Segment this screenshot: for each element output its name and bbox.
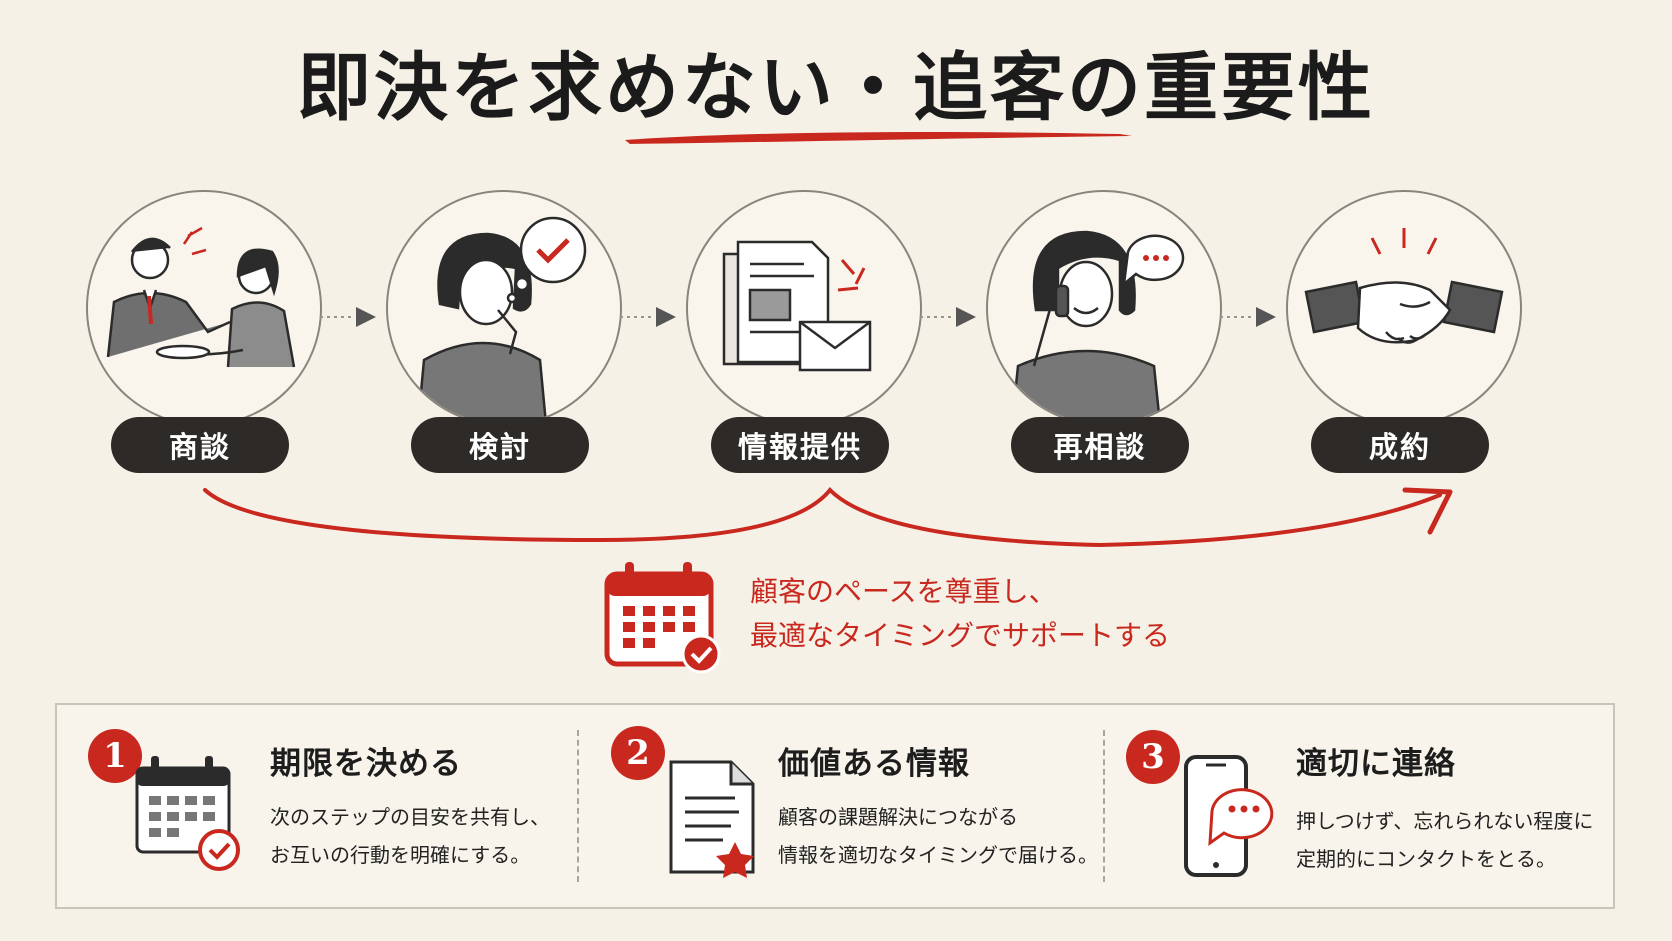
step-meeting: 商談	[83, 190, 323, 480]
step-connector-arrow	[320, 307, 376, 327]
step-label: 検討	[411, 417, 589, 473]
feature-description: 押しつけず、忘れられない程度に 定期的にコンタクトをとる。	[1296, 802, 1593, 878]
feature-title: 期限を決める	[270, 746, 462, 782]
step-connector-arrow	[620, 307, 676, 327]
thinking-icon	[416, 216, 587, 424]
step-label: 再相談	[1011, 417, 1189, 473]
meeting-icon	[106, 226, 296, 368]
feature-description: 顧客の課題解決につながる 情報を適切なタイミングで届ける。	[778, 798, 1098, 874]
panel-divider	[1103, 730, 1105, 882]
step-circle	[986, 190, 1222, 426]
handshake-icon	[1304, 228, 1504, 344]
number-badge: 2	[611, 726, 665, 780]
feature-description-line: 定期的にコンタクトをとる。	[1296, 847, 1556, 871]
step-circle	[686, 190, 922, 426]
step-reconsult: 再相談	[983, 190, 1223, 480]
feature-title: 価値ある情報	[778, 746, 970, 782]
respect-message-line: 顧客のペースを尊重し、	[750, 575, 1057, 608]
step-circle	[1286, 190, 1522, 426]
documents-mail-icon	[722, 240, 872, 372]
step-contract: 成約	[1283, 190, 1523, 480]
feature-description: 次のステップの目安を共有し、 お互いの行動を明確にする。	[270, 798, 550, 874]
feature-title: 適切に連絡	[1296, 746, 1456, 782]
number-badge: 1	[88, 729, 142, 783]
feature-description-line: 情報を適切なタイミングで届ける。	[778, 843, 1098, 867]
calendar-check-icon	[604, 562, 721, 674]
number-badge: 3	[1126, 730, 1180, 784]
feature-description-line: 次のステップの目安を共有し、	[270, 805, 550, 829]
step-connector-arrow	[1220, 307, 1276, 327]
title-underline	[625, 132, 1132, 144]
feature-description-line: 押しつけず、忘れられない程度に	[1296, 809, 1594, 833]
panel-divider	[577, 730, 579, 882]
page-title: 即決を求めない・追客の重要性	[297, 45, 1375, 131]
smartphone-chat-icon	[1184, 755, 1274, 877]
key-points-panel	[55, 703, 1615, 909]
step-circle	[86, 190, 322, 426]
respect-message-line: 最適なタイミングでサポートする	[750, 619, 1171, 652]
calendar-check-icon	[135, 756, 240, 871]
step-circle	[386, 190, 622, 426]
step-label: 情報提供	[711, 417, 889, 473]
document-star-icon	[669, 760, 755, 878]
phone-call-icon	[1010, 230, 1185, 424]
step-label: 成約	[1311, 417, 1489, 473]
step-information: 情報提供	[683, 190, 923, 480]
respect-message: 顧客のペースを尊重し、 最適なタイミングでサポートする	[750, 570, 1170, 658]
step-connector-arrow	[920, 307, 976, 327]
step-consideration: 検討	[383, 190, 623, 480]
feature-description-line: 顧客の課題解決につながる	[778, 805, 1018, 829]
feature-description-line: お互いの行動を明確にする。	[270, 843, 531, 867]
step-label: 商談	[111, 417, 289, 473]
